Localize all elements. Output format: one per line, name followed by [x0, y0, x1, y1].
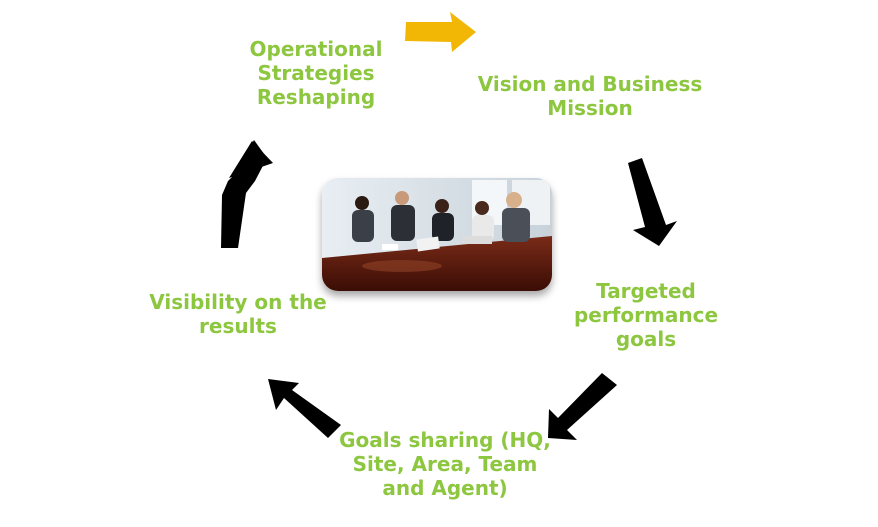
stage-label-line: Visibility on the: [149, 290, 327, 314]
person-icon: [391, 191, 415, 241]
stage-label-line: Goals sharing (HQ,: [339, 428, 551, 452]
arrow-vision-to-targeted: [628, 158, 677, 246]
person-icon: [352, 196, 374, 242]
stage-label-line: Targeted: [596, 279, 696, 303]
stage-targeted-goals: Targeted performance goals: [571, 279, 721, 351]
stage-vision-mission: Vision and Business Mission: [470, 72, 710, 120]
stage-operational-strategies: Operational Strategies Reshaping: [234, 37, 398, 109]
stage-goals-sharing: Goals sharing (HQ, Site, Area, Team and …: [332, 428, 558, 500]
arrow-visibility-to-operational-head: [229, 141, 273, 178]
stage-label-line: Site, Area, Team: [352, 452, 538, 476]
arrow-yellow-top: [405, 12, 476, 52]
stage-label-line: Reshaping: [256, 85, 376, 109]
arrow-sharing-to-visibility: [268, 379, 341, 438]
stage-label-line: Operational: [249, 37, 383, 61]
person-icon: [502, 192, 530, 242]
stage-label-line: performance: [573, 303, 719, 327]
person-icon: [472, 201, 494, 241]
stage-label-line: and Agent): [382, 476, 508, 500]
stage-label-line: Vision and Business: [477, 72, 703, 96]
stage-label-line: Strategies: [257, 61, 375, 85]
arrow-targeted-to-sharing: [548, 373, 617, 440]
stage-label-line: Mission: [547, 96, 633, 120]
person-icon: [432, 199, 454, 241]
stage-label-line: goals: [615, 327, 677, 351]
stage-visibility-results: Visibility on the results: [148, 290, 328, 338]
stage-label-line: results: [199, 314, 277, 338]
meeting-photo: [322, 178, 552, 291]
